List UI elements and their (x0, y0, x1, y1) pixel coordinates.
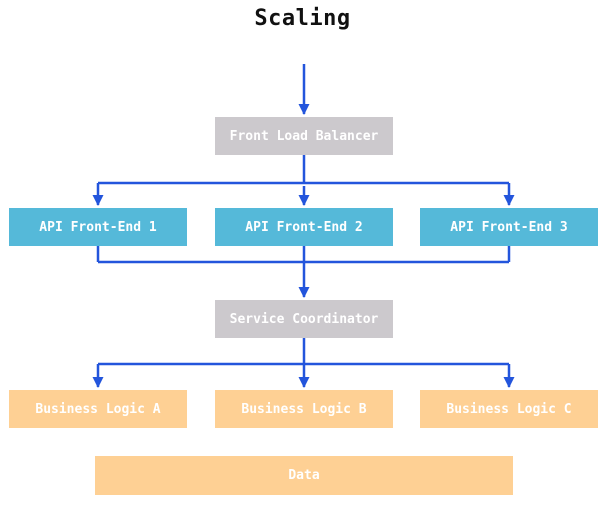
node-business-logic-c: Business Logic C (420, 390, 598, 428)
node-api-front-end-2: API Front-End 2 (215, 208, 393, 246)
node-front-load-balancer: Front Load Balancer (215, 117, 393, 155)
node-service-coordinator: Service Coordinator (215, 300, 393, 338)
node-business-logic-b: Business Logic B (215, 390, 393, 428)
node-api-front-end-3: API Front-End 3 (420, 208, 598, 246)
node-data: Data (95, 456, 513, 495)
node-business-logic-a: Business Logic A (9, 390, 187, 428)
diagram-title: Scaling (254, 6, 351, 31)
node-api-front-end-1: API Front-End 1 (9, 208, 187, 246)
